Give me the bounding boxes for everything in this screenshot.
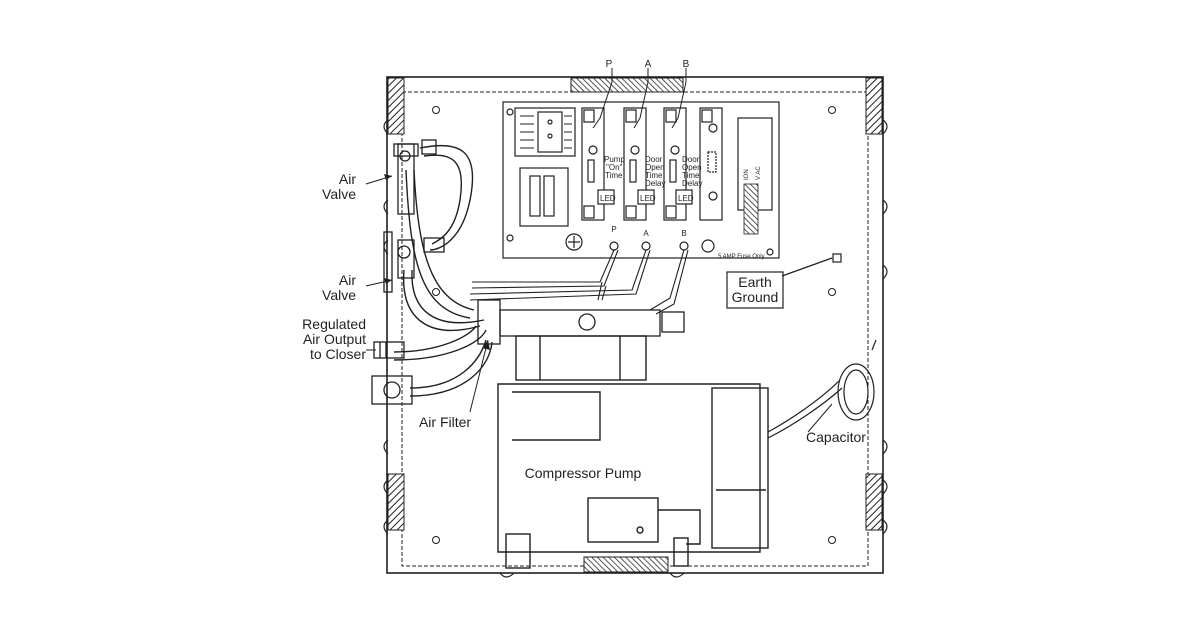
pump-on-time-label-1: Pump [604,155,625,164]
led-label-1: LED [600,194,616,203]
capacitor-leads [767,339,877,439]
pump-on-time-label-3: Time [605,171,623,180]
door-open-a-label-4: Delay [645,179,665,188]
capacitor-label: Capacitor [806,429,866,445]
door-open-b-label-2: Open [682,163,702,172]
callout-lines [592,68,687,129]
circuit-board [502,101,780,259]
board-p-label: P [611,225,616,234]
door-open-a-label-2: Open [645,163,665,172]
air-filter [477,299,685,345]
regulated-output-label-1: Regulated [302,316,366,332]
air-valve-upper-label-1: Air [339,171,356,187]
compressor-pump [497,335,769,569]
regulated-output-label-2: Air Output [303,331,366,347]
board-a-label: A [643,229,649,238]
compressor-pump-label: Compressor Pump [525,465,642,481]
earth-ground-label-1: Earth [738,274,771,290]
air-filter-label: Air Filter [419,414,471,430]
regulated-output-label-3: to Closer [310,346,366,362]
leader-arrows [384,174,490,350]
led-label-3: LED [678,194,694,203]
door-open-b-label-3: Time [682,171,700,180]
hatched-corners [387,77,883,573]
air-valve-upper-label-2: Valve [322,186,356,202]
labels: P A B Air Valve Air Valve Regulated Air … [302,59,866,481]
air-tubing [393,144,493,397]
air-valve-upper [393,139,437,215]
fuse-note-label: 5 AMP Fuse Only [718,254,765,260]
air-valve-lower-label-1: Air [339,272,356,288]
air-valve-lower [383,231,445,293]
earth-ground-terminal [726,253,842,309]
door-open-a-label-1: Door [645,155,663,164]
door-open-a-label-3: Time [645,171,663,180]
voltage-label-1: ION [744,169,750,180]
pump-on-time-label-2: "On" [606,163,623,172]
led-label-2: LED [640,194,656,203]
wires [469,249,689,315]
door-open-b-label-4: Delay [682,179,702,188]
voltage-label-2: V AC [756,166,762,180]
board-b-label: B [681,229,686,238]
earth-ground-label-2: Ground [732,289,779,305]
mounting-holes [432,106,836,544]
side-hooks [383,119,888,578]
door-open-b-label-1: Door [682,155,700,164]
callout-b-label: B [683,59,690,70]
air-valve-lower-label-2: Valve [322,287,356,303]
callout-a-label: A [645,59,652,70]
callout-p-label: P [606,59,613,70]
